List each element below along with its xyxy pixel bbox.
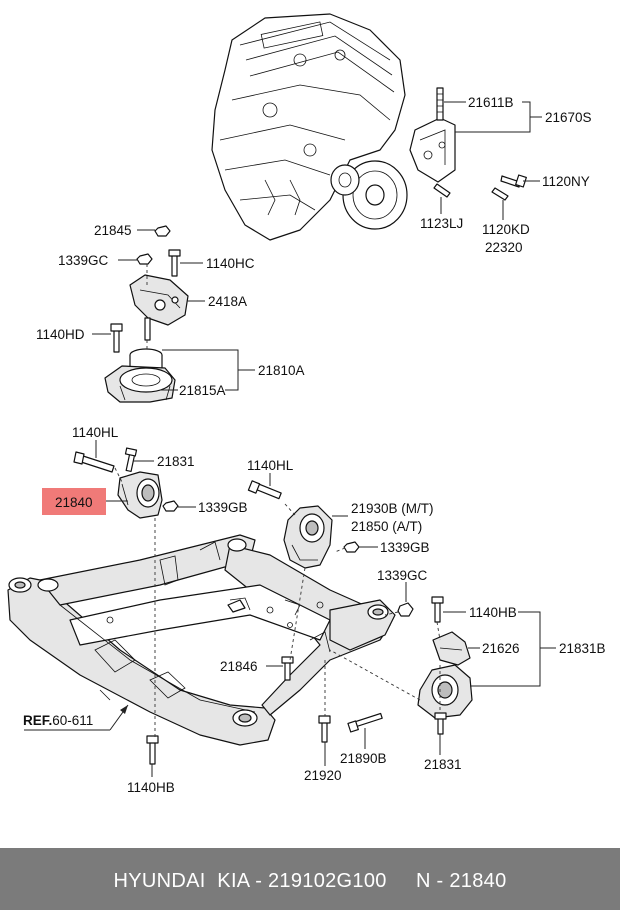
label-22320: 22320 bbox=[485, 240, 523, 255]
label-1120KD: 1120KD bbox=[482, 222, 530, 237]
roll-mount-21831B bbox=[417, 596, 473, 735]
nut-1339GC bbox=[397, 602, 414, 617]
label-21670S: 21670S bbox=[545, 110, 592, 125]
label-1339GC-right: 1339GC bbox=[377, 568, 428, 583]
footer-bar: HYUNDAI KIA - 219102G100 N - 21840 bbox=[0, 848, 620, 910]
label-21920: 21920 bbox=[304, 768, 342, 783]
bolts-lower bbox=[146, 656, 383, 765]
reference-label: REF.60-611 bbox=[23, 713, 93, 728]
engine-mount-bracket-21670S bbox=[409, 87, 527, 201]
transmission-mount-21930B bbox=[247, 480, 360, 569]
label-21840: 21840 bbox=[55, 495, 93, 510]
label-21611B: 21611B bbox=[468, 95, 514, 110]
label-1140HD: 1140HD bbox=[36, 327, 85, 342]
label-1140HL-left: 1140HL bbox=[72, 425, 119, 440]
assembly-lines bbox=[114, 264, 441, 740]
footer-text: HYUNDAI KIA - 219102G100 N - 21840 bbox=[113, 870, 507, 892]
label-1140HL-mid: 1140HL bbox=[247, 458, 294, 473]
crossmember-subframe bbox=[7, 534, 396, 746]
label-1123LJ: 1123LJ bbox=[420, 216, 463, 231]
label-1140HB-bottom: 1140HB bbox=[127, 780, 175, 795]
leader-lines bbox=[24, 101, 556, 777]
label-2418A: 2418A bbox=[208, 294, 247, 309]
label-21626: 21626 bbox=[482, 641, 520, 656]
label-21890B: 21890B bbox=[340, 751, 387, 766]
label-1140HC: 1140HC bbox=[206, 256, 255, 271]
label-21930B: 21930B (M/T) bbox=[351, 501, 434, 516]
part-labels: 21611B 21670S 1120NY 1123LJ 1120KD 22320… bbox=[23, 95, 606, 795]
label-1339GB-right: 1339GB bbox=[380, 540, 430, 555]
engine-mount-21810A bbox=[104, 225, 189, 403]
label-21831B: 21831B bbox=[559, 641, 606, 656]
label-1140HB-right: 1140HB bbox=[469, 605, 517, 620]
label-1120NY: 1120NY bbox=[542, 174, 590, 189]
label-21831-top: 21831 bbox=[157, 454, 195, 469]
label-21815A: 21815A bbox=[179, 383, 226, 398]
label-1339GC-top: 1339GC bbox=[58, 253, 109, 268]
label-1339GB-left: 1339GB bbox=[198, 500, 248, 515]
label-21850: 21850 (A/T) bbox=[351, 519, 422, 534]
label-21810A: 21810A bbox=[258, 363, 305, 378]
roll-mount-21840 bbox=[73, 447, 179, 519]
label-21846: 21846 bbox=[220, 659, 258, 674]
engine-illustration bbox=[211, 13, 408, 241]
ref-value: 60-611 bbox=[52, 713, 93, 728]
highlight-box-21840 bbox=[42, 488, 106, 515]
label-21831-bottom: 21831 bbox=[424, 757, 462, 772]
label-21845: 21845 bbox=[94, 223, 132, 238]
ref-prefix: REF. bbox=[23, 713, 52, 728]
